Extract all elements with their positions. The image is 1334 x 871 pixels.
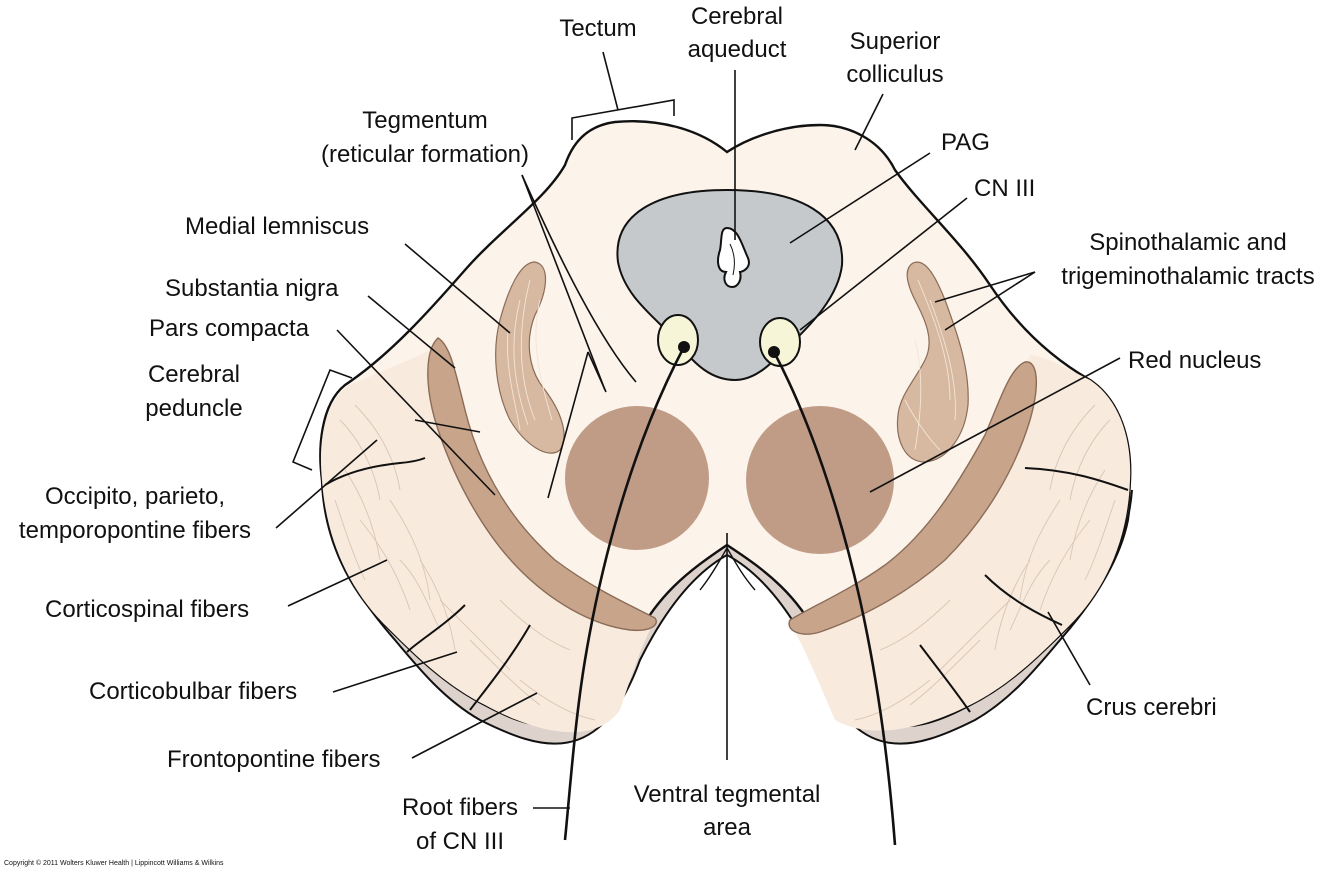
label-ventral-tegmental-2: area — [703, 814, 752, 841]
right-spinothalamic-tract — [896, 261, 969, 463]
label-pag: PAG — [941, 129, 990, 156]
aqueduct-inner — [729, 243, 735, 276]
label-tegmentum-1: Tegmentum — [362, 107, 487, 134]
right-red-nucleus — [746, 406, 894, 554]
left-medial-lemniscus — [495, 261, 565, 454]
label-superior-colliculus-1: Superior — [850, 28, 941, 55]
left-crus-cerebri — [320, 350, 650, 733]
label-frontopontine: Frontopontine fibers — [167, 746, 380, 773]
right-substantia-nigra — [788, 361, 1038, 635]
left-fiber-texture — [334, 404, 596, 721]
lemniscus-texture — [507, 279, 956, 451]
label-pars-compacta: Pars compacta — [149, 315, 310, 342]
right-crus-cerebri — [795, 355, 1131, 731]
left-red-nucleus — [565, 406, 709, 550]
label-cerebral-aqueduct-2: aqueduct — [688, 36, 787, 63]
right-crus-partitions — [919, 467, 1129, 713]
label-red-nucleus: Red nucleus — [1128, 347, 1261, 374]
label-tegmentum-2: (reticular formation) — [321, 141, 529, 168]
label-corticobulbar: Corticobulbar fibers — [89, 678, 297, 705]
right-cn3-nucleus — [759, 317, 801, 367]
label-superior-colliculus-2: colliculus — [846, 61, 943, 88]
left-substantia-nigra — [427, 337, 657, 632]
label-cerebral-peduncle-1: Cerebral — [148, 361, 240, 388]
cerebral-aqueduct — [717, 226, 750, 289]
label-medial-lemniscus: Medial lemniscus — [185, 213, 369, 240]
right-fiber-texture — [854, 404, 1116, 721]
label-occipito-1: Occipito, parieto, — [45, 483, 225, 510]
label-cerebral-aqueduct-1: Cerebral — [691, 3, 783, 30]
copyright-notice: Copyright © 2011 Wolters Kluwer Health |… — [4, 859, 224, 867]
right-cn3-root-fiber — [772, 351, 897, 846]
tectum-bracket — [571, 99, 675, 140]
peduncle-bracket — [291, 368, 353, 471]
left-crus-partitions — [324, 457, 531, 711]
label-tectum: Tectum — [559, 15, 636, 42]
label-corticospinal: Corticospinal fibers — [45, 596, 249, 623]
left-cn3-root-fiber — [563, 346, 686, 841]
label-root-fibers-1: Root fibers — [402, 794, 518, 821]
label-spinothalamic-2: trigeminothalamic tracts — [1061, 263, 1314, 290]
left-cn3-nucleus — [657, 314, 699, 366]
label-crus-cerebri: Crus cerebri — [1086, 694, 1217, 721]
label-root-fibers-2: of CN III — [416, 828, 504, 855]
leader-lines — [275, 51, 1121, 809]
label-occipito-2: temporopontine fibers — [19, 517, 251, 544]
label-ventral-tegmental-1: Ventral tegmental — [634, 781, 821, 808]
label-cn3: CN III — [974, 175, 1035, 202]
label-cerebral-peduncle-2: peduncle — [145, 395, 242, 422]
label-spinothalamic-1: Spinothalamic and — [1089, 229, 1286, 256]
label-substantia-nigra: Substantia nigra — [165, 275, 339, 302]
